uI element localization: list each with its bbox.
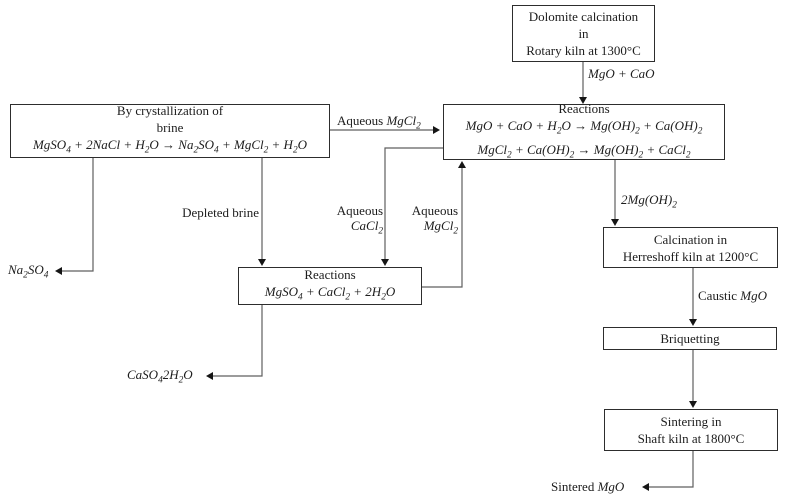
label-formula: CaCl2 <box>350 218 383 237</box>
arrowhead-right-icon <box>433 126 440 134</box>
label-word: Aqueous <box>411 203 458 218</box>
caustic-mgo-label: Caustic MgO <box>698 288 767 303</box>
box-text: Herreshoff kiln at 1200°C <box>622 248 759 264</box>
label-formula: MgCl2 <box>386 113 421 132</box>
arrowhead-down-icon <box>689 319 697 326</box>
edge-caso4-output <box>213 305 263 377</box>
mgo-cao-label: MgO + CaO <box>588 66 655 81</box>
dolomite-calcination-box: Dolomite calcination in Rotary kiln at 1… <box>512 5 655 62</box>
edge-sintered-output <box>649 451 694 488</box>
chemical-equation: MgSO4 + 2NaCl + H2O → Na2SO4 + MgCl2 + H… <box>32 137 308 156</box>
box-text: Dolomite calcination <box>528 9 639 24</box>
label-word: Caustic <box>698 288 741 303</box>
arrowhead-down-icon <box>381 259 389 266</box>
box-text: Briquetting <box>660 331 720 346</box>
depleted-brine-label: Depleted brine <box>182 205 259 220</box>
shaft-kiln-sintering-box: Sintering in Shaft kiln at 1800°C <box>604 409 778 451</box>
chemical-equation: MgO + CaO + H2O → Mg(OH)2 + Ca(OH)2 <box>465 117 703 137</box>
mg-oh2-label: 2Mg(OH)2 <box>621 192 677 211</box>
hydroxide-reactions-box: Reactions MgO + CaO + H2O → Mg(OH)2 + Ca… <box>443 101 725 160</box>
arrowhead-up-icon <box>458 161 466 168</box>
chemical-equation: MgSO4 + CaCl2 + 2H2O <box>264 283 396 303</box>
label-word: Sintered <box>551 479 598 494</box>
briquetting-box: Briquetting <box>603 327 777 350</box>
aqueous-cacl2-label: Aqueous CaCl2 <box>313 203 383 240</box>
arrowhead-down-icon <box>689 401 697 408</box>
sintered-mgo-output-label: Sintered MgO <box>551 479 624 494</box>
label-formula: MgO <box>597 479 625 494</box>
box-text: in <box>578 26 589 41</box>
edge-mgcl2-up <box>422 168 463 288</box>
label-word: Aqueous <box>337 113 387 128</box>
aqueous-mgcl2-feed-label: Aqueous MgCl2 <box>337 113 421 135</box>
caso4-2h2o-output-label: CaSO42H2O <box>127 367 193 386</box>
aqueous-mgcl2-recycle-label: Aqueous MgCl2 <box>388 203 458 240</box>
box-text: Shaft kiln at 1800°C <box>637 431 745 446</box>
chemical-equation: MgCl2 + Ca(OH)2 → Mg(OH)2 + CaCl2 <box>477 141 691 161</box>
arrowhead-down-icon <box>611 219 619 226</box>
arrowhead-left-icon <box>206 372 213 380</box>
arrowhead-down-icon <box>579 97 587 104</box>
arrowhead-down-icon <box>258 259 266 266</box>
na2so4-output-label: Na2SO4 <box>8 262 49 281</box>
brine-crystallization-box: By crystallization of brine MgSO4 + 2NaC… <box>10 103 330 158</box>
arrowhead-left-icon <box>642 483 649 491</box>
label-formula: MgO <box>740 288 767 303</box>
edge-na2so4-output <box>62 158 94 272</box>
box-text: Rotary kiln at 1300°C <box>526 43 641 58</box>
box-text: Calcination in <box>653 231 728 247</box>
label-word: Aqueous <box>336 203 383 218</box>
label-formula: MgCl2 <box>423 218 458 237</box>
box-text: brine <box>156 120 184 136</box>
herreshoff-calcination-box: Calcination in Herreshoff kiln at 1200°C <box>603 227 778 268</box>
edge-cacl2-down <box>384 147 443 259</box>
sulfate-reactions-box: Reactions MgSO4 + CaCl2 + 2H2O <box>238 267 422 305</box>
box-text: Sintering in <box>660 414 722 429</box>
box-title: Reactions <box>558 100 610 116</box>
arrowhead-left-icon <box>55 267 62 275</box>
box-text: By crystallization of <box>116 103 224 119</box>
box-title: Reactions <box>304 266 356 282</box>
